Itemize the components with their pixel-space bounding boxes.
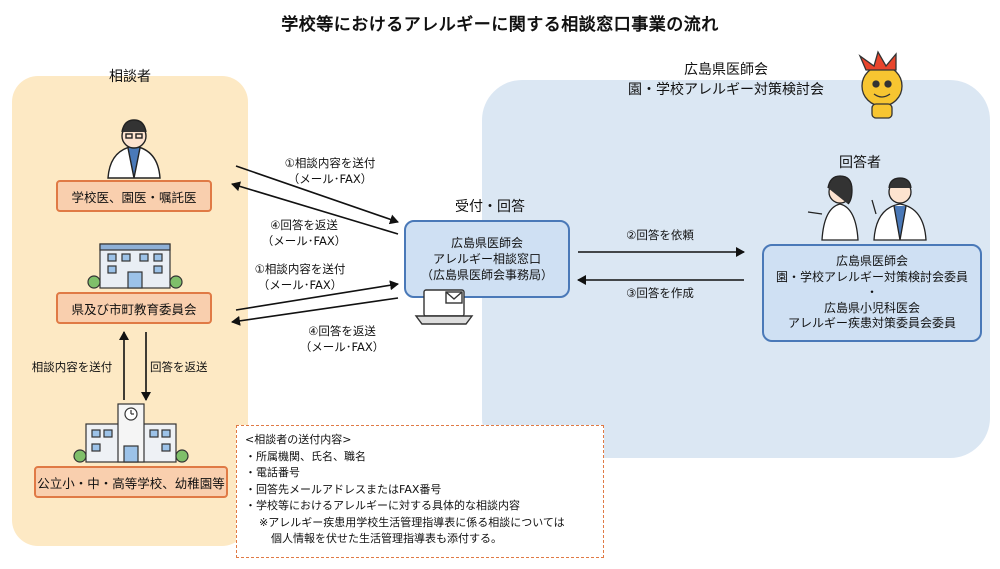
notes-item-3: ・回答先メールアドレスまたはFAX番号 bbox=[245, 482, 442, 496]
answerer-line-4: 広島県小児科医会 bbox=[823, 300, 920, 315]
doctor-icon bbox=[107, 119, 161, 179]
return-label-2: ④回答を返送 （メール･FAX） bbox=[282, 324, 402, 355]
school-building-icon bbox=[73, 403, 189, 463]
school-doctor-box: 学校医、園医・嘱託医 bbox=[56, 180, 212, 212]
send-label-1-line-1: ①相談内容を送付 bbox=[284, 156, 376, 170]
vertical-return-label: 回答を返送 bbox=[150, 360, 208, 374]
request-label: ②回答を依頼 bbox=[626, 228, 694, 242]
public-schools-box: 公立小・中・高等学校、幼稚園等 bbox=[34, 466, 228, 498]
send-contents-notes: <相談者の送付内容> ・所属機関、氏名、職名 ・電話番号 ・回答先メールアドレス… bbox=[236, 425, 604, 558]
board-of-education-box: 県及び市町教育委員会 bbox=[56, 292, 212, 324]
answerer-line-5: アレルギー疾患対策委員会委員 bbox=[787, 316, 956, 331]
answerer-line-3: ・ bbox=[865, 285, 878, 300]
answerer-box: 広島県医師会 園・学校アレルギー対策検討会委員 ・ 広島県小児科医会 アレルギー… bbox=[762, 244, 982, 342]
send-label-2-line-1: ①相談内容を送付 bbox=[254, 262, 346, 276]
create-label: ③回答を作成 bbox=[626, 286, 694, 300]
reception-heading: 受付・回答 bbox=[455, 199, 525, 215]
return-label-2-line-2: （メール･FAX） bbox=[299, 339, 385, 354]
return-label-2-line-1: ④回答を返送 bbox=[308, 324, 376, 338]
laptop-mail-icon bbox=[414, 289, 474, 325]
return-label-1-line-1: ④回答を返送 bbox=[270, 218, 338, 232]
return-label-1: ④回答を返送 （メール･FAX） bbox=[244, 218, 364, 249]
send-arrow-1 bbox=[235, 165, 399, 225]
answerer-line-2: 園・学校アレルギー対策検討会委員 bbox=[775, 269, 968, 284]
return-arrow-1 bbox=[231, 181, 399, 235]
answerer-line-1: 広島県医師会 bbox=[835, 254, 908, 269]
page-title: 学校等におけるアレルギーに関する相談窓口事業の流れ bbox=[281, 15, 719, 35]
notes-item-4: ・学校等におけるアレルギーに対する具体的な相談内容 bbox=[245, 499, 520, 512]
answerer-heading: 回答者 bbox=[839, 155, 881, 171]
send-label-1-line-2: （メール･FAX） bbox=[287, 171, 373, 186]
committee-line-1: 広島県医師会 bbox=[684, 62, 768, 78]
answerer-doctors-icon bbox=[807, 175, 927, 241]
consulter-heading: 相談者 bbox=[109, 69, 151, 85]
notes-item-2: ・電話番号 bbox=[245, 466, 300, 479]
vertical-send-label: 相談内容を送付 bbox=[31, 360, 113, 374]
reception-line-3: （広島県医師会事務局） bbox=[420, 268, 553, 283]
reception-line-2: アレルギー相談窓口 bbox=[432, 251, 541, 266]
committee-line-2: 園・学校アレルギー対策検討会 bbox=[628, 82, 824, 99]
office-building-icon bbox=[87, 243, 183, 289]
notes-sub-1: ※アレルギー疾患用学校生活管理指導表に係る相談については bbox=[259, 515, 565, 529]
notes-header: <相談者の送付内容> bbox=[245, 433, 352, 446]
return-arrow-2 bbox=[231, 297, 399, 326]
reception-box: 広島県医師会 アレルギー相談窓口 （広島県医師会事務局） bbox=[404, 220, 570, 298]
notes-sub-2: 個人情報を伏せた生活管理指導表も添付する。 bbox=[271, 532, 502, 545]
return-label-1-line-2: （メール･FAX） bbox=[261, 233, 347, 248]
committee-heading: 広島県医師会 園・学校アレルギー対策検討会 bbox=[596, 60, 856, 101]
send-label-2: ①相談内容を送付 （メール･FAX） bbox=[240, 262, 360, 293]
send-arrow-2 bbox=[235, 280, 399, 311]
send-label-1: ①相談内容を送付 （メール･FAX） bbox=[270, 156, 390, 187]
send-label-2-line-2: （メール･FAX） bbox=[257, 277, 343, 292]
mascot-icon bbox=[858, 50, 903, 119]
reception-line-1: 広島県医師会 bbox=[450, 235, 523, 250]
notes-item-1: ・所属機関、氏名、職名 bbox=[245, 449, 366, 463]
